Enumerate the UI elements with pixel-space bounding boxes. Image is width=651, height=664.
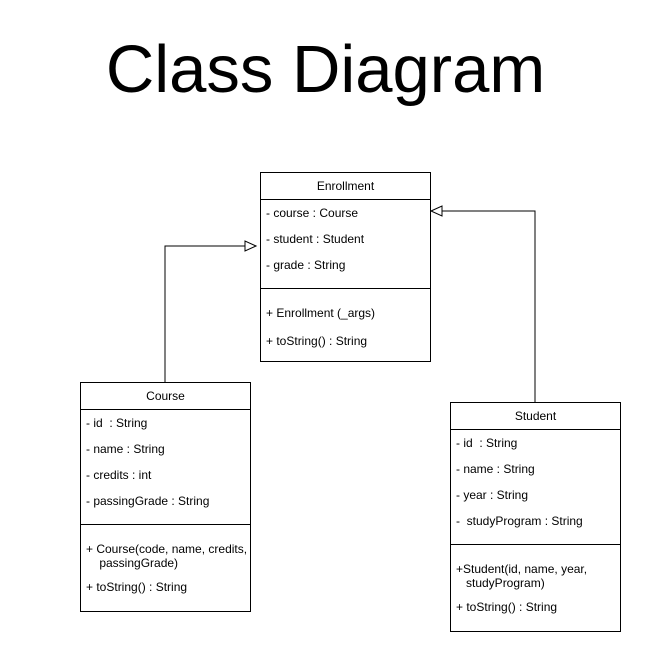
course-to-enrollment-arrowhead (244, 240, 258, 252)
course-attr-name: - name : String (86, 442, 165, 456)
course-class-name: Course (81, 383, 250, 410)
student-class-name: Student (451, 403, 620, 430)
enrollment-attr-grade: - grade : String (266, 258, 346, 272)
student-class[interactable]: Student - id : String - name : String - … (450, 402, 621, 632)
student-attr-id: - id : String (456, 436, 518, 450)
enrollment-methods: + Enrollment (_args) + toString() : Stri… (261, 289, 430, 361)
course-method-tostring: + toString() : String (86, 580, 188, 594)
course-attr-passinggrade: - passingGrade : String (86, 494, 210, 508)
course-attr-id: - id : String (86, 416, 148, 430)
student-to-enrollment-arrowhead (429, 205, 443, 217)
student-attr-studyprogram: - studyProgram : String (456, 514, 583, 528)
student-attr-year: - year : String (456, 488, 529, 502)
enrollment-attr-course: - course : Course (266, 206, 359, 220)
enrollment-class[interactable]: Enrollment - course : Course - student :… (260, 172, 431, 362)
student-attr-name: - name : String (456, 462, 535, 476)
enrollment-method-constructor: + Enrollment (_args) (266, 306, 376, 320)
enrollment-method-tostring: + toString() : String (266, 334, 368, 348)
enrollment-attributes: - course : Course - student : Student - … (261, 200, 430, 289)
student-method-constructor: +Student(id, name, year, studyProgram) (456, 562, 588, 590)
student-method-tostring: + toString() : String (456, 600, 558, 614)
course-methods: + Course(code, name, credits, passingGra… (81, 525, 250, 613)
course-to-enrollment-connector (164, 245, 245, 382)
enrollment-class-name: Enrollment (261, 173, 430, 200)
course-attr-credits: - credits : int (86, 468, 152, 482)
enrollment-attr-student: - student : Student (266, 232, 365, 246)
course-method-constructor: + Course(code, name, credits, passingGra… (86, 542, 248, 570)
student-methods: +Student(id, name, year, studyProgram) +… (451, 545, 620, 633)
student-attributes: - id : String - name : String - year : S… (451, 430, 620, 545)
student-to-enrollment-connector (442, 210, 536, 402)
diagram-title: Class Diagram (105, 32, 546, 107)
course-attributes: - id : String - name : String - credits … (81, 410, 250, 525)
course-class[interactable]: Course - id : String - name : String - c… (80, 382, 251, 612)
